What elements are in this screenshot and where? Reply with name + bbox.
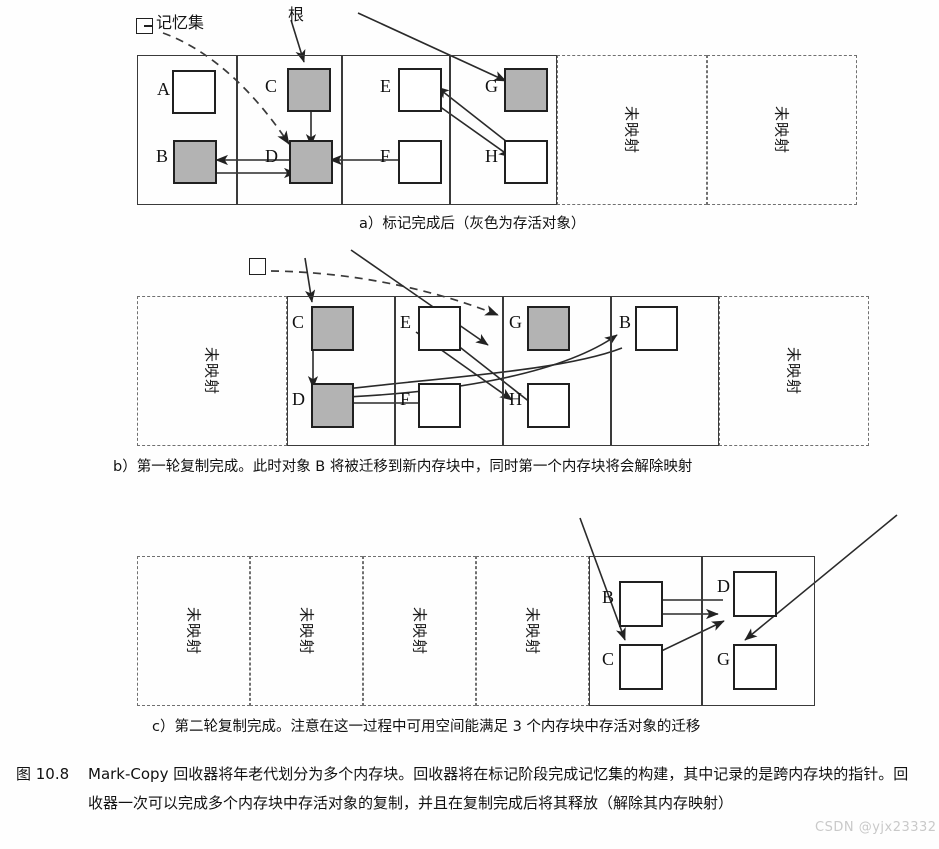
- object-box-b-E: [418, 306, 461, 351]
- panel-b-block-3: [395, 296, 503, 446]
- object-label-b-C: C: [292, 312, 305, 332]
- unmapped-label: 未映射: [784, 346, 803, 396]
- unmapped-label: 未映射: [622, 105, 641, 155]
- object-box-a-H: [504, 140, 548, 184]
- object-box-a-B: [173, 140, 217, 184]
- unmapped-label: 未映射: [410, 606, 428, 656]
- panel-a: 未映射 未映射 A C E G B D F H: [137, 55, 937, 205]
- panel-b-block-4: [503, 296, 611, 446]
- object-box-a-C: [287, 68, 331, 112]
- object-box-b-H: [527, 383, 570, 428]
- panel-a-caption: a）标记完成后（灰色为存活对象）: [359, 216, 586, 232]
- panel-a-block-3: [342, 55, 450, 205]
- object-label-a-D: D: [265, 146, 278, 166]
- unmapped-label: 未映射: [184, 606, 202, 656]
- panel-b-caption: b）第一轮复制完成。此时对象 B 将被迁移到新内存块中，同时第一个内存块将会解除…: [113, 459, 693, 475]
- remembered-set-label-a: 记忆集: [156, 13, 205, 32]
- figure-caption-body: Mark-Copy 回收器将年老代划分为多个内存块。回收器将在标记阶段完成记忆集…: [88, 765, 909, 813]
- panel-b: 未映射 未映射 C E G B D F H: [137, 296, 937, 446]
- object-label-b-H: H: [509, 389, 522, 409]
- object-label-b-F: F: [400, 389, 411, 409]
- object-box-a-F: [398, 140, 442, 184]
- object-label-b-B: B: [619, 312, 632, 332]
- object-label-a-A: A: [157, 79, 170, 99]
- object-label-c-D: D: [717, 576, 730, 596]
- panel-a-block-6: 未映射: [707, 55, 857, 205]
- object-box-b-C: [311, 306, 354, 351]
- remembered-set-icon-tick-a: [144, 25, 152, 27]
- unmapped-label: 未映射: [523, 606, 541, 656]
- object-label-a-H: H: [485, 146, 498, 166]
- panel-a-block-4: [450, 55, 557, 205]
- panel-b-block-2: [287, 296, 395, 446]
- unmapped-label: 未映射: [772, 105, 791, 155]
- panel-c: 未映射 未映射 未映射 未映射 B D C G: [137, 556, 937, 706]
- panel-c-block-1: 未映射: [137, 556, 250, 706]
- object-label-a-B: B: [156, 146, 169, 166]
- object-box-a-A: [172, 70, 216, 114]
- object-box-c-G: [733, 644, 777, 690]
- object-box-b-B: [635, 306, 678, 351]
- figure-caption: 图 10.8 Mark-Copy 回收器将年老代划分为多个内存块。回收器将在标记…: [16, 760, 916, 819]
- panel-b-block-6: 未映射: [719, 296, 869, 446]
- object-box-a-E: [398, 68, 442, 112]
- remembered-set-icon-b: [249, 258, 266, 275]
- panel-b-block-5: [611, 296, 719, 446]
- panel-c-block-5: [589, 556, 702, 706]
- object-box-b-G: [527, 306, 570, 351]
- object-label-c-B: B: [602, 587, 615, 607]
- object-label-b-D: D: [292, 389, 305, 409]
- root-label-a: 根: [288, 5, 305, 24]
- panel-c-block-4: 未映射: [476, 556, 589, 706]
- object-label-b-G: G: [509, 312, 522, 332]
- panel-a-block-2: [237, 55, 342, 205]
- panel-a-block-5: 未映射: [557, 55, 707, 205]
- object-label-a-G: G: [485, 76, 498, 96]
- object-label-b-E: E: [400, 312, 411, 332]
- unmapped-label: 未映射: [202, 346, 221, 396]
- object-label-a-C: C: [265, 76, 278, 96]
- watermark: CSDN @yjx23332: [815, 820, 937, 835]
- panel-a-block-1: [137, 55, 237, 205]
- object-label-a-F: F: [380, 146, 391, 166]
- figure-number: 图 10.8: [16, 765, 70, 783]
- panel-c-block-3: 未映射: [363, 556, 476, 706]
- object-box-c-D: [733, 571, 777, 617]
- panel-c-block-2: 未映射: [250, 556, 363, 706]
- object-box-c-C: [619, 644, 663, 690]
- unmapped-label: 未映射: [297, 606, 315, 656]
- object-box-a-D: [289, 140, 333, 184]
- panel-b-block-1: 未映射: [137, 296, 287, 446]
- object-box-c-B: [619, 581, 663, 627]
- panel-c-block-6: [702, 556, 815, 706]
- object-label-c-C: C: [602, 649, 615, 669]
- object-box-a-G: [504, 68, 548, 112]
- object-box-b-D: [311, 383, 354, 428]
- object-box-b-F: [418, 383, 461, 428]
- panel-c-caption: c）第二轮复制完成。注意在这一过程中可用空间能满足 3 个内存块中存活对象的迁移: [152, 719, 701, 735]
- object-label-a-E: E: [380, 76, 391, 96]
- object-label-c-G: G: [717, 649, 730, 669]
